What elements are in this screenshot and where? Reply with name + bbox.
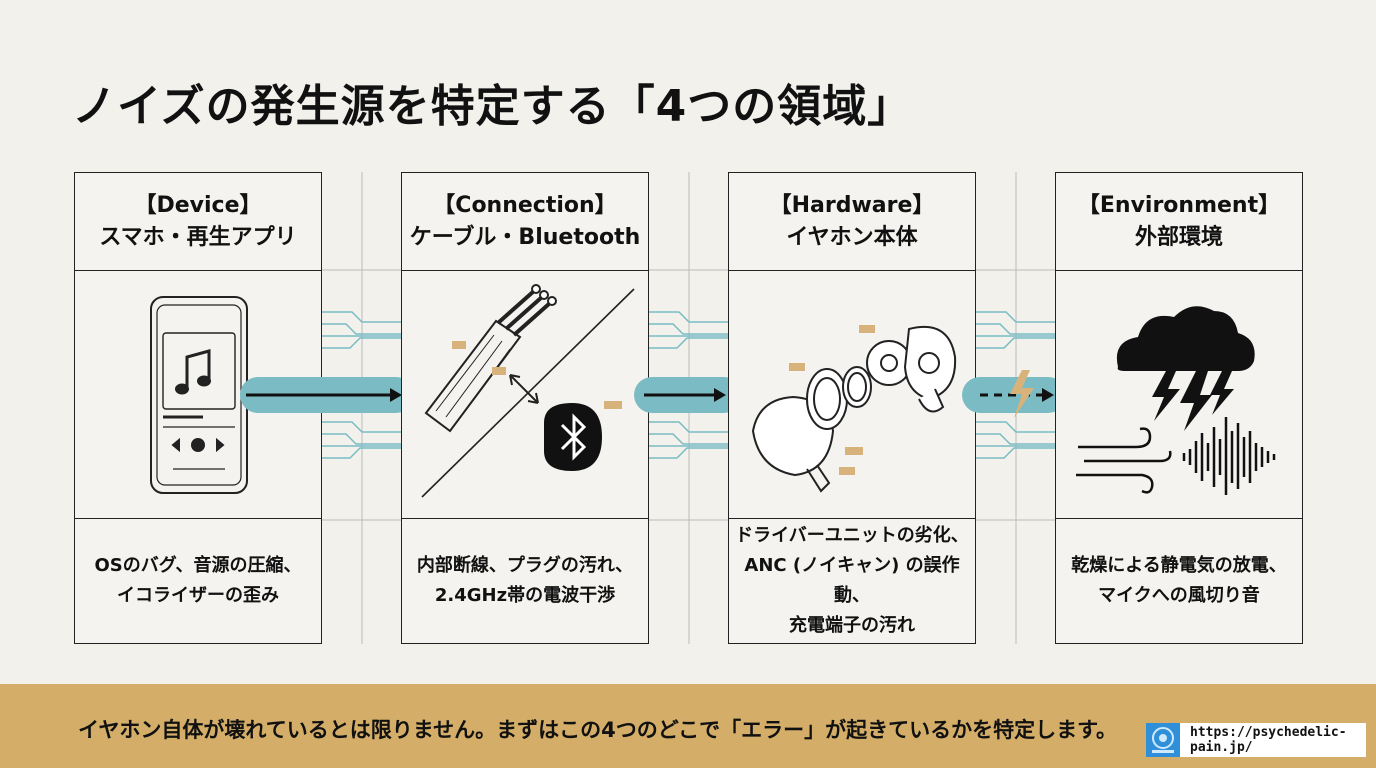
callout-label bbox=[452, 341, 466, 349]
storm-cloud-icon bbox=[1116, 306, 1255, 431]
callout-label bbox=[604, 401, 622, 409]
earphone-exploded-icon bbox=[751, 325, 957, 493]
column-description: 内部断線、プラグの汚れ、 2.4GHz帯の電波干渉 bbox=[401, 518, 649, 644]
column-header-ja: イヤホン本体 bbox=[786, 225, 918, 250]
site-logo-icon bbox=[1146, 723, 1180, 757]
column-visual bbox=[728, 270, 976, 520]
page-title: ノイズの発生源を特定する「4つの領域」 bbox=[72, 81, 913, 132]
callout-label bbox=[859, 325, 875, 333]
arrow-right-icon bbox=[246, 388, 402, 402]
column-header-en: 【Hardware】 bbox=[769, 193, 935, 218]
spark-icon bbox=[1010, 370, 1034, 418]
column-description: 乾燥による静電気の放電、 マイクへの風切り音 bbox=[1055, 518, 1303, 644]
arrow-right-icon bbox=[644, 388, 726, 402]
column-header: 【Hardware】 イヤホン本体 bbox=[728, 172, 976, 272]
footer-text: イヤホン自体が壊れているとは限りません。まずはこの4つのどこで「エラー」が起きて… bbox=[78, 718, 1117, 742]
column-header: 【Connection】 ケーブル・Bluetooth bbox=[401, 172, 649, 272]
column-environment: 【Environment】 外部環境 bbox=[1055, 172, 1303, 644]
column-header-ja: 外部環境 bbox=[1134, 225, 1223, 250]
column-visual bbox=[401, 270, 649, 520]
sound-wave-icon bbox=[1182, 417, 1276, 495]
bluetooth-icon bbox=[544, 403, 602, 471]
column-header-ja: スマホ・再生アプリ bbox=[99, 225, 297, 250]
callout-label bbox=[839, 467, 855, 475]
column-header-en: 【Environment】 bbox=[1077, 193, 1281, 218]
column-description: ドライバーユニットの劣化、 ANC (ノイキャン) の誤作動、 充電端子の汚れ bbox=[728, 518, 976, 644]
column-header-en: 【Connection】 bbox=[433, 193, 617, 218]
callout-label bbox=[845, 447, 863, 455]
callout-label bbox=[789, 363, 805, 371]
column-connection: 【Connection】 ケーブル・Bluetooth 内部断 bbox=[401, 172, 649, 644]
column-header: 【Device】 スマホ・再生アプリ bbox=[74, 172, 322, 272]
column-description: OSのバグ、音源の圧縮、 イコライザーの歪み bbox=[74, 518, 322, 644]
column-header: 【Environment】 外部環境 bbox=[1055, 172, 1303, 272]
wind-icon bbox=[1076, 427, 1172, 494]
cable-icon bbox=[421, 284, 635, 498]
site-url-link[interactable]: https://psychedelic-pain.jp/ bbox=[1190, 725, 1347, 755]
column-hardware: 【Hardware】 イヤホン本体 ドライバーユニットの劣 bbox=[728, 172, 976, 644]
column-visual bbox=[1055, 270, 1303, 520]
smartphone-icon bbox=[150, 296, 248, 494]
callout-label bbox=[492, 367, 506, 375]
site-badge[interactable]: https://psychedelic-pain.jp/ bbox=[1146, 723, 1366, 757]
column-header-en: 【Device】 bbox=[134, 193, 262, 218]
column-header-ja: ケーブル・Bluetooth bbox=[409, 225, 641, 250]
